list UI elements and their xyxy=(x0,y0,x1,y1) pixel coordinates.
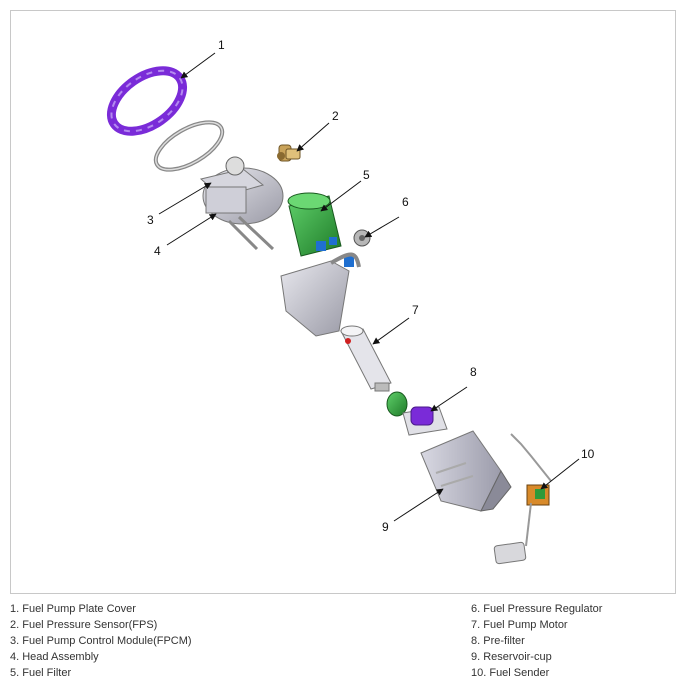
pre-filter-part xyxy=(386,391,448,436)
legend-item: 2. Fuel Pressure Sensor(FPS) xyxy=(10,619,158,631)
legend-right-column: 6. Fuel Pressure Regulator 7. Fuel Pump … xyxy=(471,601,602,681)
reservoir-cup-part xyxy=(420,430,512,512)
legend-left-column: 1. Fuel Pump Plate Cover 2. Fuel Pressur… xyxy=(10,601,192,681)
legend-item: 1. Fuel Pump Plate Cover xyxy=(10,603,136,615)
legend-item: 5. Fuel Filter xyxy=(10,667,72,679)
pressure-regulator-part xyxy=(353,229,371,247)
pump-motor-part xyxy=(340,325,392,392)
legend-item: 10. Fuel Sender xyxy=(471,667,550,679)
callout-5: 5 xyxy=(363,168,370,182)
callout-2: 2 xyxy=(332,109,339,123)
leader-lines xyxy=(158,52,580,522)
callout-4: 4 xyxy=(154,244,161,258)
plate-cover-part xyxy=(106,66,188,136)
callout-10: 10 xyxy=(581,447,595,461)
legend-item: 7. Fuel Pump Motor xyxy=(471,619,568,631)
pressure-sensor-part xyxy=(277,144,301,162)
legend-item: 4. Head Assembly xyxy=(10,651,99,663)
legend-item: 9. Reservoir-cup xyxy=(471,651,552,663)
exploded-view-diagram: 1 2 3 4 5 6 7 8 9 10 xyxy=(106,38,595,565)
parts-legend: 1. Fuel Pump Plate Cover 2. Fuel Pressur… xyxy=(10,601,676,681)
legend-item: 6. Fuel Pressure Regulator xyxy=(471,603,603,615)
fuel-sender-part xyxy=(493,433,552,565)
callout-8: 8 xyxy=(470,365,477,379)
legend-item: 8. Pre-filter xyxy=(471,635,525,647)
head-assembly-part xyxy=(199,156,284,251)
callout-1: 1 xyxy=(218,38,225,52)
callout-9: 9 xyxy=(382,520,389,534)
callout-6: 6 xyxy=(402,195,409,209)
pump-housing-part xyxy=(280,252,361,337)
callout-3: 3 xyxy=(147,213,154,227)
callout-7: 7 xyxy=(412,303,419,317)
diagram-frame: 1 2 3 4 5 6 7 8 9 10 xyxy=(10,10,676,594)
gasket-ring-part xyxy=(153,120,225,172)
legend-item: 3. Fuel Pump Control Module(FPCM) xyxy=(10,635,192,647)
